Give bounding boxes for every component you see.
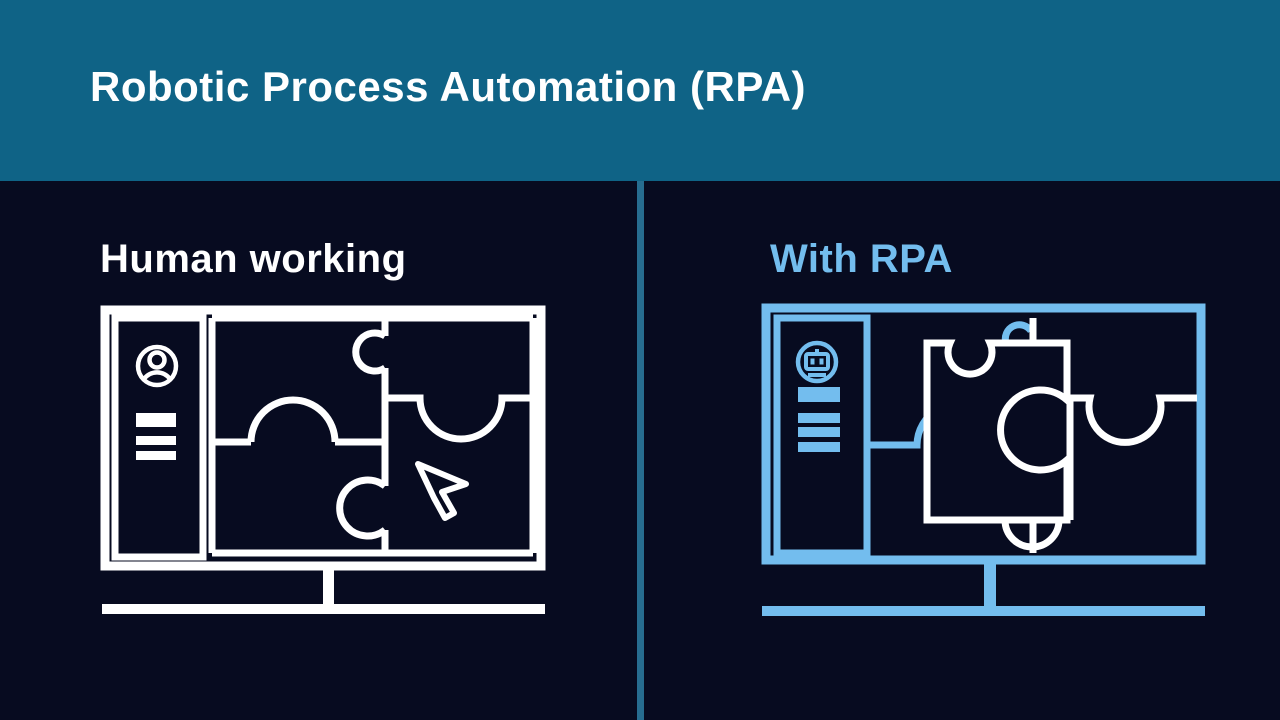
white-puzzle-piece-main [923,339,1071,524]
sidebar-box [773,314,871,557]
sidebar-text-bars [798,387,840,452]
mouse-cursor-icon [415,461,469,521]
panel-human-working: Human working [0,181,637,720]
robot-icon [795,340,839,384]
sidebar-box [111,314,207,561]
white-puzzle-piece-right [1066,394,1197,520]
panel-with-rpa: With RPA [644,181,1280,720]
sidebar-text-bars [136,413,176,460]
panel-divider [637,181,644,720]
puzzle-socket-joint [385,394,533,443]
puzzle-c-joints [336,318,389,553]
monitor-stand [762,560,1205,616]
rpa-monitor-illustration [761,303,1206,616]
puzzle-bump-joint [212,396,385,446]
left-panel-title: Human working [100,237,407,281]
page-title: Robotic Process Automation (RPA) [90,63,807,110]
human-monitor-illustration [100,305,546,614]
blue-puzzle-arc [1001,321,1034,345]
puzzle-grid-lines [208,314,537,557]
header-band: Robotic Process Automation (RPA) [0,0,1280,181]
right-panel-title: With RPA [770,237,953,281]
user-avatar-icon [135,344,179,388]
monitor-frame [761,303,1206,565]
monitor-stand [102,566,545,614]
robot-eyes [810,358,824,365]
white-puzzle-knob [1001,519,1063,551]
